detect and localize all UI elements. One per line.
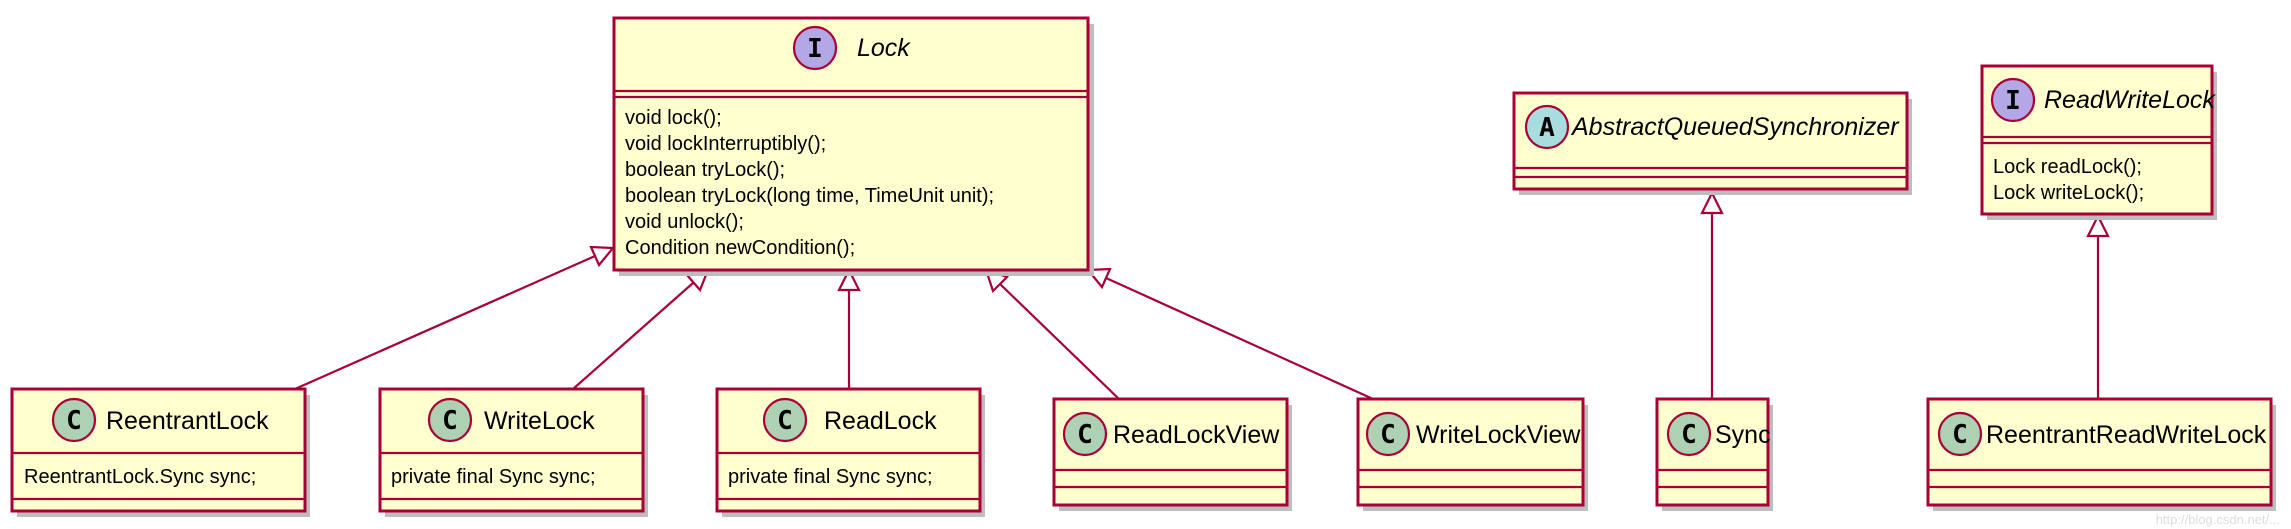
class-icon xyxy=(51,397,97,443)
aqs-box xyxy=(1512,91,1909,191)
class-icon xyxy=(762,397,808,443)
class-icon xyxy=(1666,411,1712,457)
writelock-title: WriteLock xyxy=(484,407,595,435)
rwl-badge-letter: I xyxy=(2005,86,2021,116)
lock-method-1: void lockInterruptibly(); xyxy=(625,133,826,155)
writelockview-badge-letter: C xyxy=(1380,420,1396,450)
class-icon xyxy=(1365,411,1411,457)
writelock-box xyxy=(378,387,645,513)
readlock-box xyxy=(715,387,982,513)
writelockview-class[interactable]: C WriteLockView xyxy=(1356,397,1588,511)
lock-method-0: void lock(); xyxy=(625,107,722,129)
reentrantlock-badge-letter: C xyxy=(66,406,82,436)
edge-readlockview-lock xyxy=(999,283,1120,400)
readlock-badge-letter: C xyxy=(777,406,793,436)
lock-method-2: boolean tryLock(); xyxy=(625,159,785,181)
readlockview-badge-letter: C xyxy=(1077,420,1093,450)
writelock-badge-letter: C xyxy=(442,406,458,436)
sync-class[interactable]: C Sync xyxy=(1655,397,1773,511)
rrwl-badge-letter: C xyxy=(1952,420,1968,450)
sync-badge-letter: C xyxy=(1681,420,1697,450)
arrowhead-sync-aqs xyxy=(1700,190,1724,215)
lock-interface[interactable]: I Lock void lock(); void lockInterruptib… xyxy=(612,16,1094,276)
rwl-method-1: Lock writeLock(); xyxy=(1993,182,2144,204)
aqs-badge-letter: A xyxy=(1539,113,1555,143)
writelock-class[interactable]: C WriteLock private final Sync sync; xyxy=(378,387,648,517)
lock-method-3: boolean tryLock(long time, TimeUnit unit… xyxy=(625,185,994,207)
sync-box xyxy=(1655,397,1770,507)
lock-method-4: void unlock(); xyxy=(625,211,744,233)
sync-title: Sync xyxy=(1715,421,1771,449)
writelock-field-0: private final Sync sync; xyxy=(391,466,596,488)
rrwl-box xyxy=(1926,397,2273,507)
reentrantlock-title: ReentrantLock xyxy=(106,407,269,435)
reentrantlock-field-0: ReentrantLock.Sync sync; xyxy=(24,466,256,488)
edge-reentrantlock-lock xyxy=(294,254,596,391)
arrowhead-rrwl-readwritelock xyxy=(2086,213,2110,238)
reentrantreadwritelock-class[interactable]: C ReentrantReadWriteLock xyxy=(1926,397,2276,511)
class-icon xyxy=(1062,411,1108,457)
arrowhead-readlock-lock xyxy=(837,267,861,292)
readlock-title: ReadLock xyxy=(824,407,937,435)
readlock-class[interactable]: C ReadLock private final Sync sync; xyxy=(715,387,985,517)
aqs-abstract-class[interactable]: A AbstractQueuedSynchronizer xyxy=(1512,91,1912,195)
lock-badge-letter: I xyxy=(807,34,823,64)
arrowhead-reentrantlock-lock xyxy=(589,245,616,268)
edge-writelockview-lock xyxy=(1105,276,1374,401)
readlock-field-0: private final Sync sync; xyxy=(728,466,933,488)
lock-method-5: Condition newCondition(); xyxy=(625,237,855,259)
interface-icon xyxy=(1990,77,2036,123)
class-icon xyxy=(427,397,473,443)
abstract-icon xyxy=(1524,104,1570,150)
class-icon xyxy=(1937,411,1983,457)
edge-writelock-lock xyxy=(572,282,694,390)
watermark: http://blog.csdn.net/... xyxy=(2156,512,2280,527)
lock-box xyxy=(612,16,1090,272)
readwritelock-interface[interactable]: I ReadWriteLock Lock readLock(); Lock wr… xyxy=(1980,64,2217,220)
reentrantlock-class[interactable]: C ReentrantLock ReentrantLock.Sync sync; xyxy=(10,387,310,517)
rrwl-title: ReentrantReadWriteLock xyxy=(1986,421,2267,449)
interface-icon xyxy=(792,25,838,71)
writelockview-title: WriteLockView xyxy=(1416,421,1581,449)
readlockview-class[interactable]: C ReadLockView xyxy=(1052,397,1292,511)
readlockview-title: ReadLockView xyxy=(1113,421,1280,449)
aqs-title: AbstractQueuedSynchronizer xyxy=(1570,113,1900,141)
relations xyxy=(294,190,2110,401)
rwl-title: ReadWriteLock xyxy=(2044,86,2216,114)
lock-title: Lock xyxy=(857,34,911,62)
rwl-method-0: Lock readLock(); xyxy=(1993,156,2142,178)
